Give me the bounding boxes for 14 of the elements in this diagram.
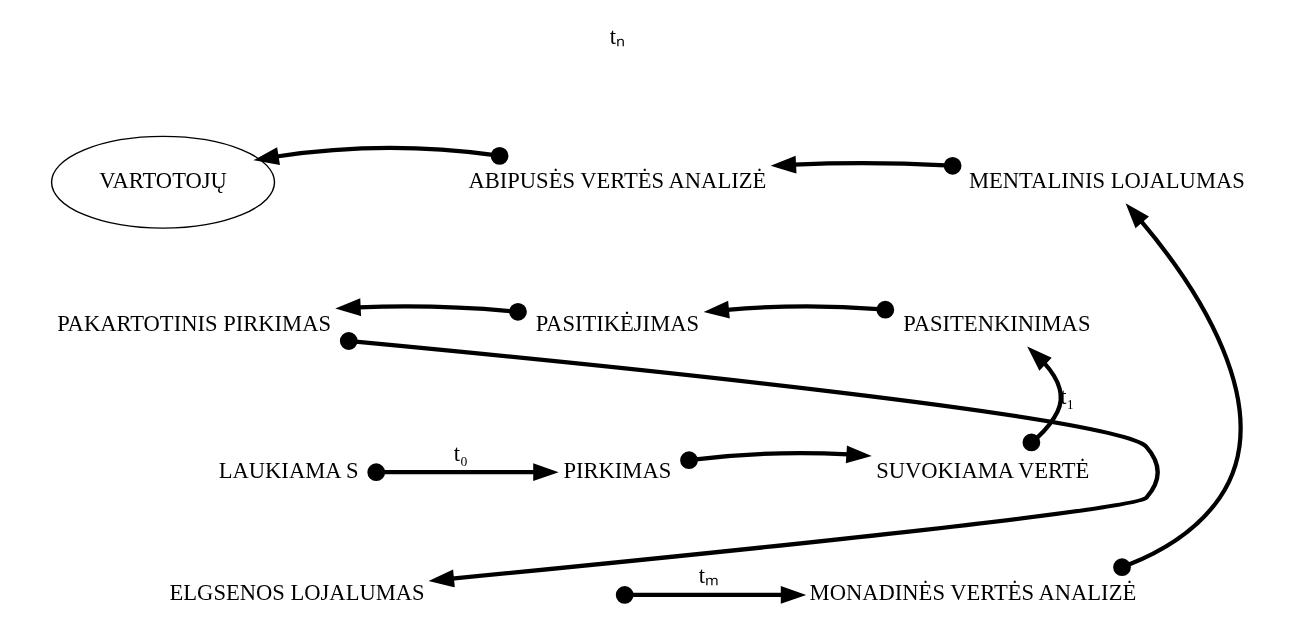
node-text: PIRKIMAS [563, 457, 672, 483]
edge-label: t₁ [1060, 384, 1075, 410]
edge-label: t₀ [453, 440, 468, 466]
node-text: PAKARTOTINIS PIRKIMAS [57, 310, 331, 336]
node-text: PASITIKĖJIMAS [535, 310, 700, 336]
node-text: SUVOKIAMA VERTĖ [876, 457, 1090, 483]
node-text: PASITENKINIMAS [903, 310, 1091, 336]
node-text: LAUKIAMA S [218, 457, 359, 483]
edge-label: tₘ [698, 563, 720, 589]
node-text: ABIPUSĖS VERTĖS ANALIZĖ [468, 167, 767, 193]
label: tₙ [609, 24, 625, 50]
node-text: ELGSENOS LOJALUMAS [169, 580, 425, 606]
node-text: MONADINĖS VERTĖS ANALIZĖ [809, 580, 1137, 606]
node-text: MENTALINIS LOJALUMAS [969, 167, 1245, 193]
